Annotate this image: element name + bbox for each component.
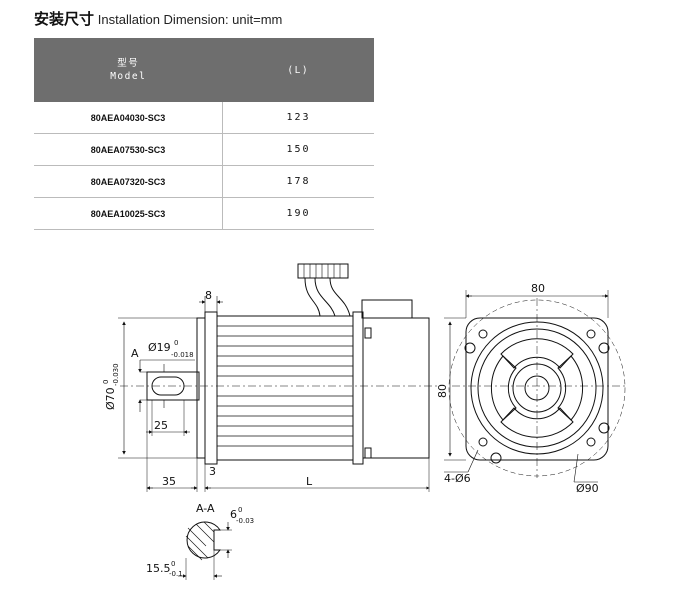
dim-depth-tol-upper: 0 bbox=[171, 560, 175, 568]
mount-hole bbox=[586, 437, 596, 447]
dim-shaft-dia: Ø19 bbox=[148, 341, 171, 354]
mount-hole bbox=[586, 329, 596, 339]
col-length-label: (L) bbox=[287, 64, 310, 76]
mount-hole bbox=[478, 437, 488, 447]
cell-model: 80AEA07530-SC3 bbox=[34, 133, 223, 166]
dim-shaft-len: 35 bbox=[162, 475, 176, 488]
col-model-cn: 型号 bbox=[117, 58, 140, 69]
table-row: 80AEA10025-SC3 190 bbox=[34, 197, 374, 230]
col-header-model: 型号 Model bbox=[34, 38, 223, 102]
dim-pcd: Ø90 bbox=[576, 482, 599, 495]
table-row: 80AEA07530-SC3 150 bbox=[34, 133, 374, 166]
connector bbox=[297, 263, 349, 279]
dim-flange: 8 bbox=[205, 289, 212, 302]
dim-holes: 4-Ø6 bbox=[444, 472, 471, 485]
dim-shaft-tol-upper: 0 bbox=[174, 339, 178, 347]
motor-body bbox=[216, 315, 354, 461]
dim-step: 3 bbox=[209, 465, 216, 478]
table-row: 80AEA07320-SC3 178 bbox=[34, 165, 374, 198]
shaft bbox=[146, 371, 200, 401]
window-bottom bbox=[500, 407, 574, 438]
cooling-fins bbox=[217, 325, 353, 447]
shaft-key bbox=[151, 376, 185, 396]
window-top bbox=[500, 338, 574, 369]
dim-pilot-tol-lower: -0.030 bbox=[112, 363, 120, 386]
front-view bbox=[444, 290, 628, 483]
window-left bbox=[490, 355, 517, 421]
flange-square bbox=[465, 317, 609, 461]
table-header-row: 型号 Model (L) bbox=[34, 38, 374, 102]
encoder-cover bbox=[362, 317, 430, 459]
side-view-labels: 8 Ø19 0 -0.018 A Ø70 0 -0.030 25 35 3 L bbox=[102, 289, 313, 488]
cell-length: 178 bbox=[222, 165, 374, 198]
page-title: 安装尺寸 Installation Dimension: unit=mm bbox=[34, 8, 282, 29]
cell-length: 123 bbox=[222, 102, 374, 134]
dim-key-width: 6 bbox=[230, 508, 237, 521]
spec-table: 型号 Model (L) 80AEA04030-SC3 123 80AEA075… bbox=[34, 38, 374, 230]
section-shape bbox=[186, 521, 221, 559]
hub bbox=[512, 363, 562, 413]
side-view bbox=[118, 263, 440, 492]
section-mark-a: A bbox=[131, 347, 139, 360]
cell-model: 80AEA07320-SC3 bbox=[34, 165, 223, 198]
dim-pilot-dia: Ø70 bbox=[104, 387, 117, 410]
col-header-length: (L) bbox=[222, 38, 374, 102]
col-model-en: Model bbox=[110, 71, 147, 82]
shaft-bore bbox=[524, 375, 550, 401]
dim-depth: 15.5 bbox=[146, 562, 171, 575]
section-view bbox=[178, 521, 232, 580]
cell-length: 150 bbox=[222, 133, 374, 166]
dim-shaft-tol-lower: -0.018 bbox=[171, 351, 194, 359]
table-row: 80AEA04030-SC3 123 bbox=[34, 102, 374, 134]
title-en: Installation Dimension: unit=mm bbox=[97, 12, 283, 27]
dim-key-tol-upper: 0 bbox=[238, 506, 242, 514]
housing-ring bbox=[470, 321, 604, 455]
dim-body-len: L bbox=[306, 475, 313, 488]
dim-key-len: 25 bbox=[154, 419, 168, 432]
dim-depth-tol-lower: -0.1 bbox=[169, 570, 183, 578]
cell-length: 190 bbox=[222, 197, 374, 230]
dim-width: 80 bbox=[531, 282, 545, 295]
rear-connector bbox=[361, 299, 413, 319]
window-right bbox=[557, 355, 584, 421]
title-cn: 安装尺寸 bbox=[34, 10, 95, 28]
flange bbox=[204, 311, 218, 465]
mount-hole bbox=[478, 329, 488, 339]
section-view-labels: A-A 6 0 -0.03 15.5 0 -0.1 bbox=[146, 502, 254, 578]
section-label: A-A bbox=[196, 502, 215, 515]
cell-model: 80AEA04030-SC3 bbox=[34, 102, 223, 134]
dim-pilot-tol-upper: 0 bbox=[102, 380, 110, 384]
front-view-labels: 80 80 4-Ø6 Ø90 bbox=[436, 282, 599, 495]
dim-height: 80 bbox=[436, 384, 449, 398]
cell-model: 80AEA10025-SC3 bbox=[34, 197, 223, 230]
dim-key-tol-lower: -0.03 bbox=[236, 517, 254, 525]
